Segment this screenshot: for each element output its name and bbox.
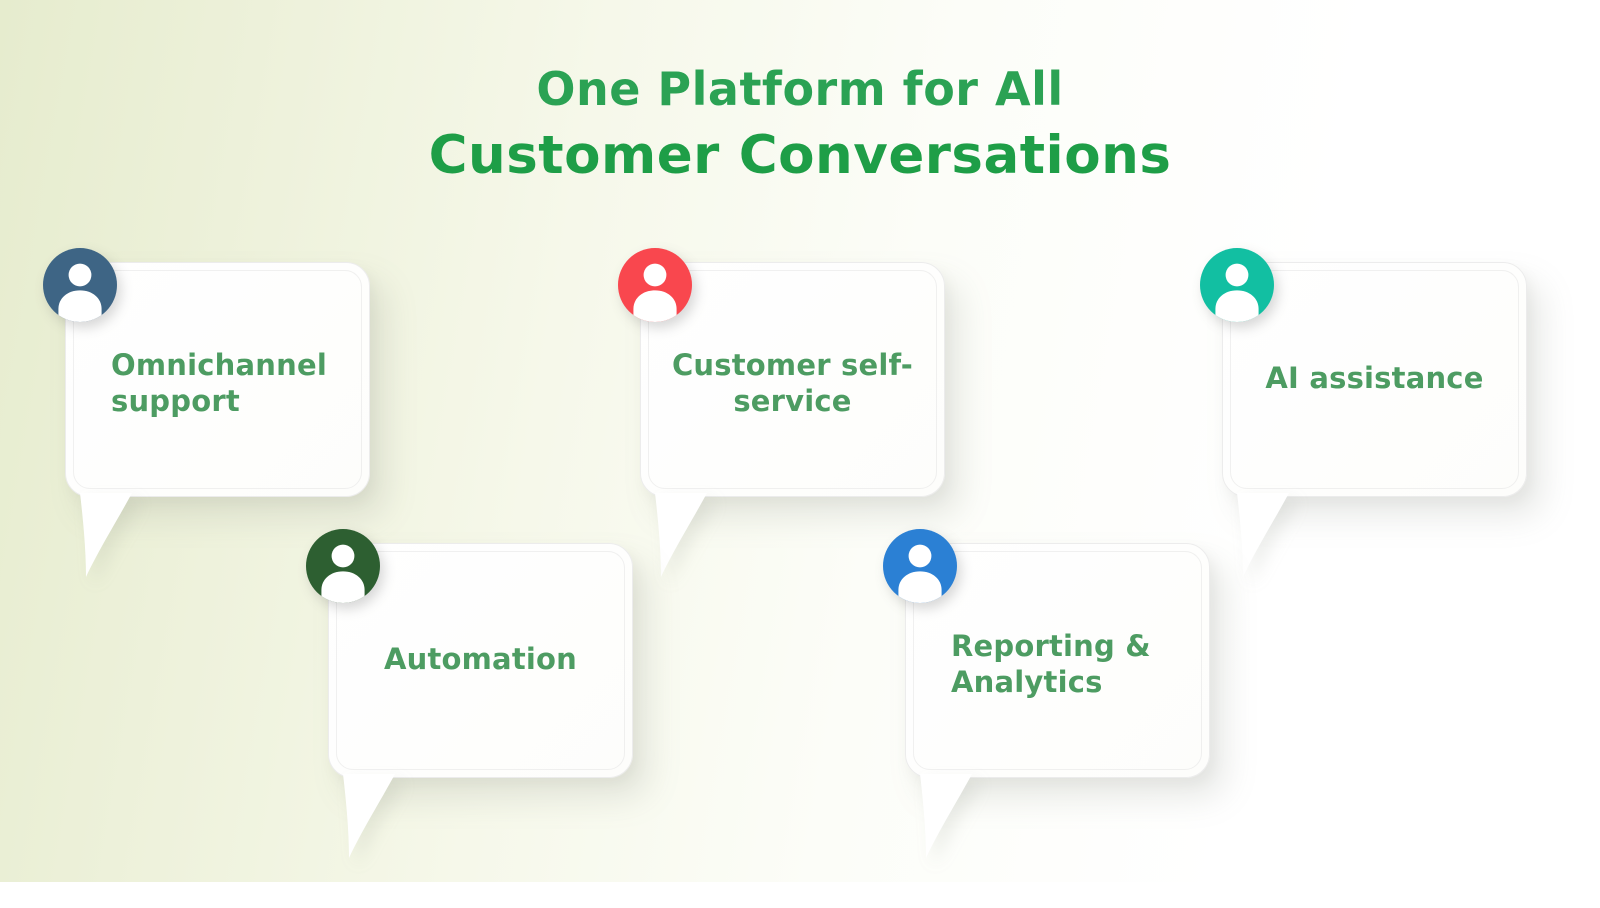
speech-bubble-tail — [80, 493, 132, 577]
person-icon — [1215, 263, 1259, 322]
feature-label: Automation — [383, 642, 578, 676]
feature-card-omnichannel-support: Omnichannel support — [43, 248, 370, 577]
feature-label: Customer self-service — [671, 348, 914, 418]
page-title: One Platform for All Customer Conversati… — [0, 0, 1600, 191]
person-avatar — [306, 529, 380, 603]
feature-label: Omnichannel support — [111, 348, 327, 418]
speech-bubble: Customer self-service — [640, 262, 945, 577]
person-icon — [321, 544, 365, 603]
title-line-2: Customer Conversations — [428, 124, 1172, 186]
feature-label: AI assistance — [1265, 361, 1484, 395]
person-avatar — [43, 248, 117, 322]
feature-card-automation: Automation — [306, 529, 633, 858]
person-icon — [898, 544, 942, 603]
person-icon — [58, 263, 102, 322]
person-avatar — [883, 529, 957, 603]
speech-bubble: Omnichannel support — [65, 262, 370, 577]
person-icon — [633, 263, 677, 322]
feature-label: Reporting & Analytics — [951, 629, 1151, 699]
feature-card-reporting-analytics: Reporting & Analytics — [883, 529, 1210, 858]
speech-bubble-tail — [343, 774, 395, 858]
speech-bubble-tail — [920, 774, 972, 858]
title-line-1: One Platform for All — [536, 62, 1064, 116]
speech-bubble: AI assistance — [1222, 262, 1527, 577]
speech-bubble-tail — [655, 493, 707, 577]
bottom-white-strip — [0, 882, 1600, 908]
speech-bubble: Reporting & Analytics — [905, 543, 1210, 858]
speech-bubble: Automation — [328, 543, 633, 858]
feature-card-ai-assistance: AI assistance — [1200, 248, 1527, 577]
person-avatar — [618, 248, 692, 322]
person-avatar — [1200, 248, 1274, 322]
speech-bubble-tail — [1237, 493, 1289, 577]
feature-card-customer-self-service: Customer self-service — [618, 248, 945, 577]
